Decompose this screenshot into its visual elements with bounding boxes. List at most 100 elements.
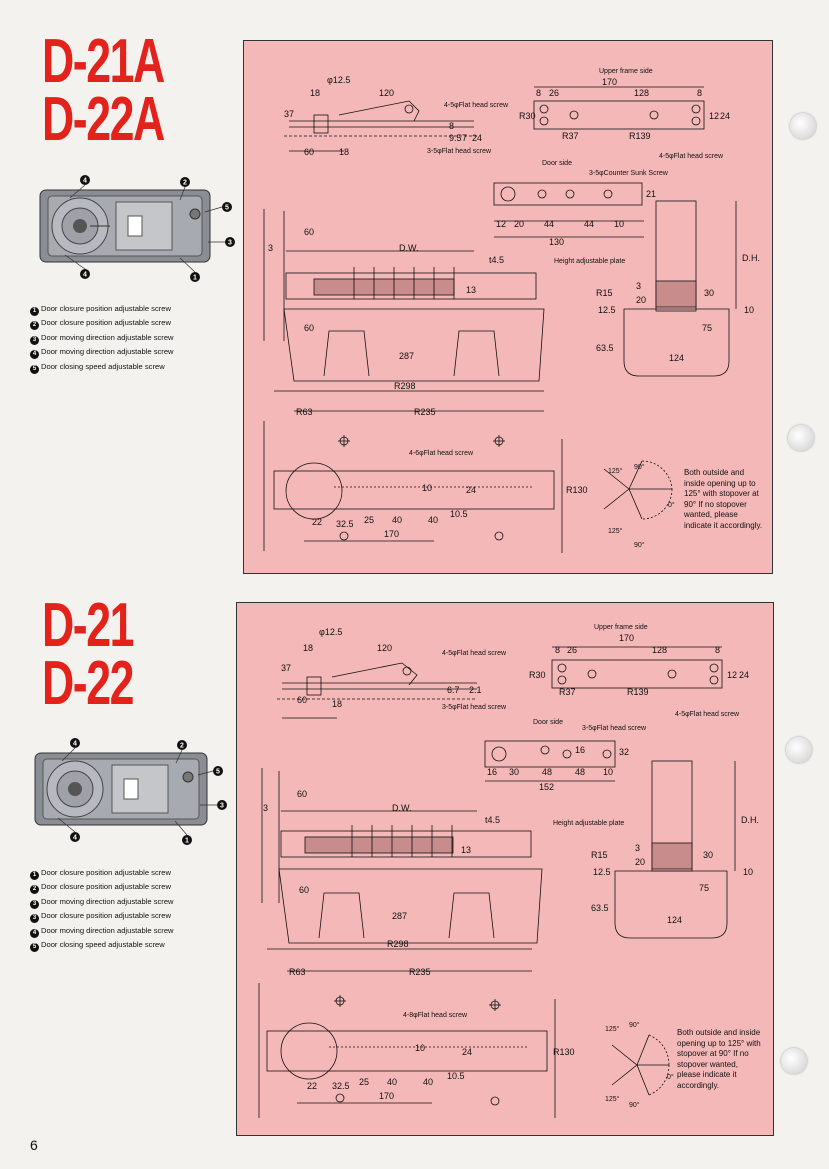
photo-callout: 3 [228,240,232,247]
dim-label: D.H. [741,815,759,825]
dim-label: 10.5 [450,509,468,519]
drawing-panel-d21a: φ12.5 18 120 4-5φFlat head screw 37 8 9.… [243,40,773,574]
dim-label: 10 [743,867,753,877]
dim-label: 18 [303,643,313,653]
dim-label: 3 [268,243,273,253]
dim-label: 24 [720,111,730,121]
angle-label: 0° [668,501,675,509]
dim-label: R30 [529,670,546,680]
frame-title: Upper frame side [594,624,648,631]
photo-callout: 1 [185,838,189,845]
photo-callout: 2 [183,180,187,187]
model-title-d21a: D-21A D-22A [42,27,165,154]
dim-label: 9.5 [449,133,462,143]
photo-callout: 4 [73,741,77,748]
dim-label: R235 [414,407,436,417]
photo-callout: 5 [216,769,220,776]
dim-label: 12 [709,111,719,121]
dim-label: 20 [635,857,645,867]
dim-label: 26 [549,88,559,98]
dim-label: 3 [636,281,641,291]
dim-label: 170 [379,1091,394,1101]
dim-label: 287 [392,911,407,921]
dim-label: 6.7 [447,685,460,695]
dim-label: 24 [462,1047,472,1057]
dim-label: 24 [466,485,476,495]
dim-label: 4-5φFlat head screw [444,102,509,109]
dim-label: 60 [304,323,314,333]
dim-label: 170 [619,633,634,643]
dim-label: 30 [704,288,714,298]
dim-label: 12.5 [598,305,616,315]
dim-label: 3-5φFlat head screw [582,725,647,732]
dim-label: t4.5 [489,255,504,265]
dim-label: 287 [399,351,414,361]
dim-label: 37 [284,109,294,119]
dim-label: 63.5 [596,343,614,353]
dim-label: t4.5 [485,815,500,825]
dim-label: 8 [715,645,720,655]
dim-label: 8 [697,88,702,98]
dim-label: 44 [544,219,554,229]
dim-label: 75 [699,883,709,893]
dim-label: 124 [669,353,684,363]
drawing-panel-d21: φ12.5 18 120 4-5φFlat head screw 37 6.7 … [236,602,774,1136]
dim-label: R63 [289,967,306,977]
opening-note: Both outside and inside opening up to 12… [684,468,763,530]
dim-label: 12 [496,219,506,229]
dim-label: 128 [634,88,649,98]
binder-hole [790,113,816,139]
dim-label: 60 [297,695,307,705]
dim-label: 3 [263,803,268,813]
dim-label: 30 [509,767,519,777]
model-title-d21: D-21 D-22 [42,591,134,718]
dim-label: 60 [297,789,307,799]
dim-label: 128 [652,645,667,655]
dim-label: 3-5φCounter Sunk Screw [589,170,669,177]
dim-label: 10.5 [447,1071,465,1081]
dim-label: 2.1 [469,685,482,695]
dim-label: 22 [312,517,322,527]
dim-label: 32.5 [332,1081,350,1091]
dim-label: 8 [536,88,541,98]
dim-label: 37 [281,663,291,673]
dim-label: 16 [575,745,585,755]
dim-label: 10 [614,219,624,229]
dim-label: 3 [635,843,640,853]
photo-callout: 4 [83,178,87,185]
dim-label: R139 [627,687,649,697]
dim-label: 40 [428,515,438,525]
dim-label: 25 [359,1077,369,1087]
dim-label: R37 [562,131,579,141]
dim-label: 60 [299,885,309,895]
dim-label: 4-5φFlat head screw [442,650,507,657]
dim-label: φ12.5 [327,75,350,85]
dim-label: 60 [304,147,314,157]
dim-label: 10 [603,767,613,777]
dim-label: 48 [542,767,552,777]
dim-label: R139 [629,131,651,141]
dim-label: 130 [549,237,564,247]
dim-label: 4-5φFlat head screw [675,711,740,718]
dim-label: D.W. [399,243,419,253]
photo-callout: 4 [83,272,87,279]
frame-title: Upper frame side [599,68,653,75]
product-photo-d21a: 4 2 5 3 4 1 [39,175,235,282]
dim-label: 63.5 [591,903,609,913]
dim-label: R63 [296,407,313,417]
dim-label: R298 [387,939,409,949]
binder-hole [781,1048,807,1074]
dim-label: 75 [702,323,712,333]
photo-callout: 1 [193,275,197,282]
dim-label: 48 [575,767,585,777]
angle-label: 125° [605,1095,620,1103]
dim-label: 44 [584,219,594,229]
dim-label: 3-5φFlat head screw [442,704,507,711]
